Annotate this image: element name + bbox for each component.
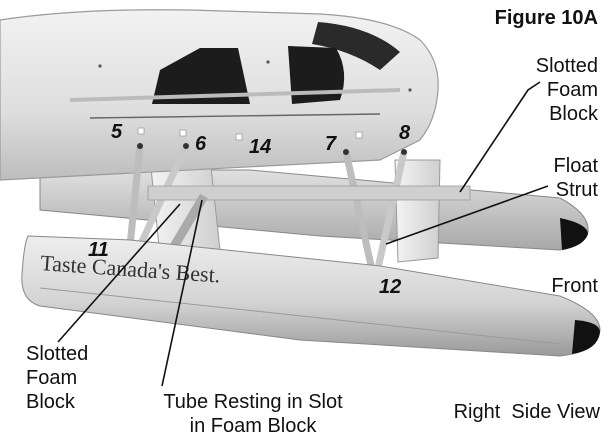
view-caption: Right Side View [454,401,601,423]
callouts: Figure 10A Slotted Foam Block Float Stru… [26,7,601,437]
hole-number-11: 11 [88,239,109,261]
rear-float [39,169,589,251]
front-float: Taste Canada's Best. [21,235,601,357]
windshield [312,22,400,70]
callout-line: Foam [26,367,77,389]
hole-number-8: 8 [399,122,411,144]
callout-tube-resting: Tube Resting in Slot in Foam Block [161,199,343,437]
hole-number-6: 6 [195,133,207,155]
callout-line: Foam [547,79,598,101]
callout-line: Slotted [536,55,598,77]
callout-float-strut: Float Strut [385,155,599,245]
callout-line: Strut [556,179,599,201]
callout-line: Slotted [26,343,88,365]
rear-float-nose-cap [560,218,588,250]
hole-numbers: 5 6 14 7 8 11 12 [88,121,411,298]
hole-number-12: 12 [379,276,401,298]
callout-line: Float [554,155,599,177]
callout-line: Block [26,391,76,413]
hole-number-5: 5 [111,121,123,143]
leader-line [459,81,541,193]
spreader-bar [147,185,471,201]
callout-line: Tube Resting in Slot [163,391,343,413]
callout-front: Front [551,275,598,297]
callout-slotted-foam-block-bottom: Slotted Foam Block [26,203,181,413]
figure-title: Figure 10A [495,7,598,29]
leader-line [57,203,181,343]
cabin-window-2 [288,46,345,104]
cabin-window-1 [152,48,250,104]
hole-number-14: 14 [249,136,271,158]
leader-line [161,199,203,387]
callout-slotted-foam-block-top: Slotted Foam Block [459,55,599,193]
callout-line: in Foam Block [190,415,318,437]
fuselage [0,9,439,181]
leader-line [385,185,549,245]
callout-line: Block [549,103,599,125]
hole-number-7: 7 [325,133,337,155]
front-float-nose-cap [572,320,600,354]
